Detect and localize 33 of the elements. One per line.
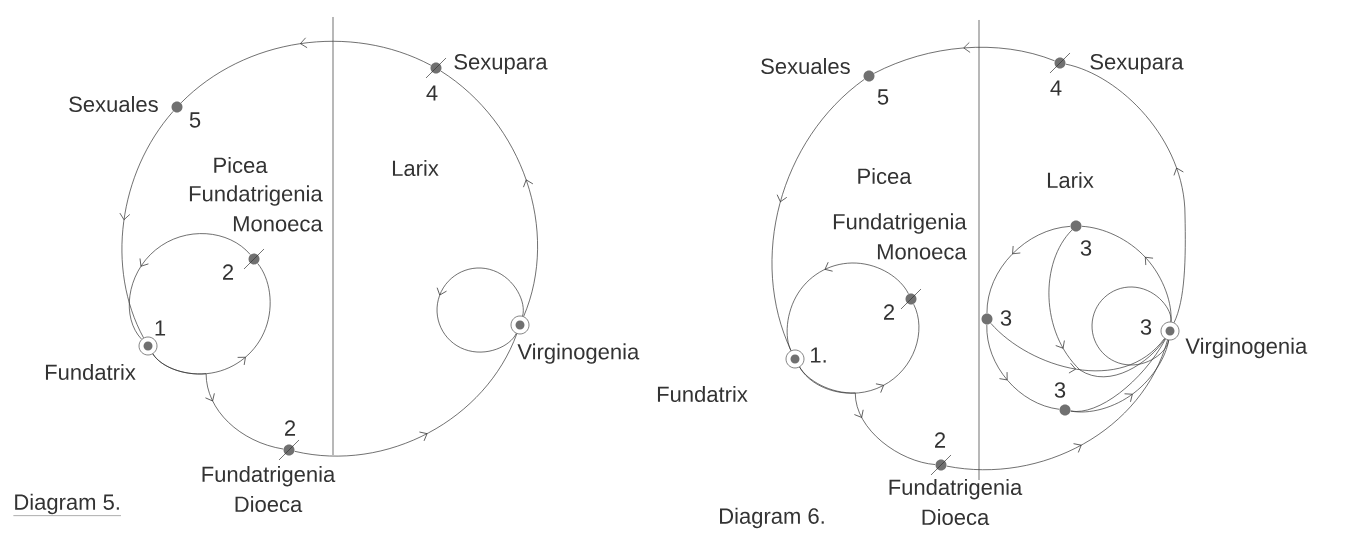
stage-label: Fundatrigenia Monoeca (833, 213, 967, 260)
stage-label: Fundatrigenia Dioeca (889, 478, 1023, 526)
number-label: 4 (1050, 80, 1062, 96)
number-label: 1. (811, 347, 826, 363)
number-label: 5 (877, 89, 889, 105)
region-label: Picea (214, 156, 268, 174)
number-label: 4 (426, 85, 438, 101)
number-label: 1 (155, 320, 166, 336)
region-label: Larix (392, 159, 439, 177)
number-label: 2 (884, 304, 894, 320)
region-label: Picea (858, 167, 912, 185)
number-label: 3 (1080, 240, 1092, 256)
number-label: 3 (1140, 319, 1152, 335)
number-label: 2 (935, 432, 945, 448)
stage-label: Sexupara (1090, 54, 1184, 74)
stage-label: Virginogenia (1185, 337, 1308, 359)
stage-label: Fundatrix (45, 363, 136, 381)
stage-label: Sexuales (69, 95, 158, 113)
number-label: 3 (1000, 310, 1012, 326)
stage-label: Virginogenia (517, 343, 640, 364)
stage-label: Sexupara (454, 54, 548, 74)
stage-label: Sexuales (761, 57, 850, 75)
number-label: 2 (285, 420, 296, 436)
stage-label: Fundatrix (657, 385, 748, 403)
number-label: 5 (189, 112, 201, 128)
number-label: 2 (223, 264, 234, 280)
region-label: Larix (1047, 171, 1094, 189)
stage-label: Fundatrigenia Dioeca (202, 465, 336, 513)
diagram-caption: Diagram 6. (720, 507, 824, 529)
stage-label: Fundatrigenia Monoeca (189, 185, 323, 232)
connecting-line (1091, 286, 1172, 366)
number-label: 3 (1054, 382, 1066, 398)
diagram-caption: Diagram 5. (13, 493, 122, 516)
